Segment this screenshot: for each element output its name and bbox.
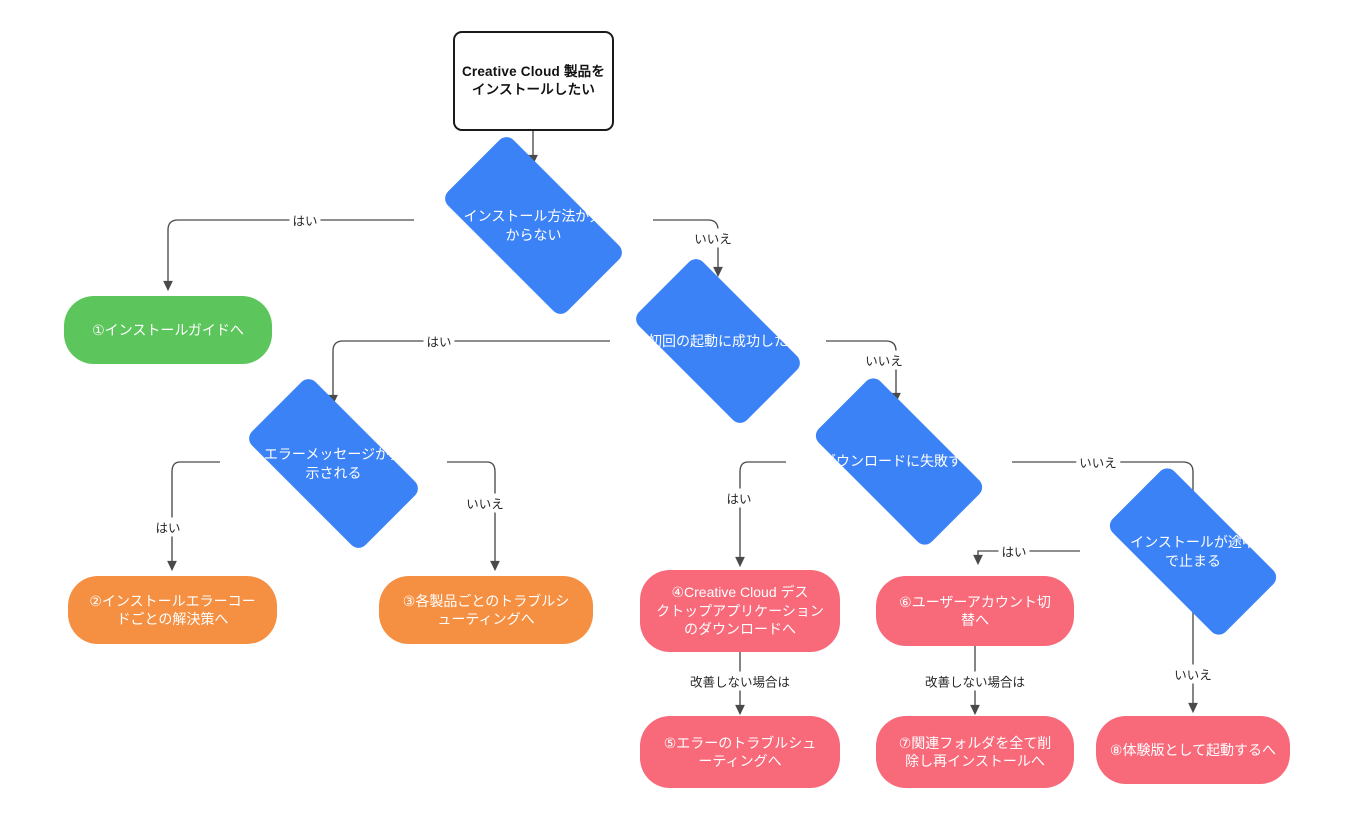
edge-d2-yes-to-d3 xyxy=(328,340,610,406)
edge-label-d1-no: いいえ xyxy=(691,228,735,248)
node-trial-launch-label: ⑧体験版として起動するへ xyxy=(1109,741,1277,758)
node-install-guide-label: ①インストールガイドへ xyxy=(92,321,244,338)
edge-label-d1-yes: はい xyxy=(289,210,321,230)
edge-d5-yes-to-r6 xyxy=(973,550,1080,566)
node-install-error-code[interactable]: ②インストールエラーコー ドごとの解決策へ xyxy=(68,576,277,644)
edge-label-d3-yes: はい xyxy=(152,517,184,537)
node-cc-desktop-download[interactable]: ④Creative Cloud デス クトップアプリケーション のダウンロードへ xyxy=(640,570,840,652)
node-cc-desktop-download-label: ④Creative Cloud デス クトップアプリケーション のダウンロードへ xyxy=(656,584,824,638)
node-switch-user-account[interactable]: ⑥ユーザーアカウント切 替へ xyxy=(876,576,1074,646)
node-decision-download-fail-label: ダウンロードに失敗する xyxy=(822,453,976,470)
edge-label-d5-yes: はい xyxy=(998,541,1030,561)
node-decision-error-message[interactable]: エラーメッセージが表 示される xyxy=(220,375,447,552)
node-delete-folders-reinstall-label: ⑦関連フォルダを全て削 除し再インストールへ xyxy=(898,734,1052,769)
node-decision-install-method-label: インストール方法が分 からない xyxy=(463,208,604,243)
edge-label-r6-retry: 改善しない場合は xyxy=(921,671,1029,691)
edge-label-d4-no: いいえ xyxy=(1076,452,1120,472)
node-decision-install-stops[interactable]: インストールが途中 で止まる xyxy=(1080,464,1306,639)
node-start[interactable]: Creative Cloud 製品を インストールしたい xyxy=(453,31,614,131)
edge-d4-no-to-d5 xyxy=(1012,461,1198,506)
edge-label-d2-no: いいえ xyxy=(862,350,906,370)
edge-d4-yes-to-r4 xyxy=(735,461,786,568)
edge-d3-yes-to-r2 xyxy=(167,461,220,572)
node-product-troubleshoot-label: ③各製品ごとのトラブルシ ューティングへ xyxy=(402,592,570,627)
node-install-guide[interactable]: ①インストールガイドへ xyxy=(64,296,272,364)
node-switch-user-account-label: ⑥ユーザーアカウント切 替へ xyxy=(899,593,1051,628)
edge-label-d4-yes: はい xyxy=(723,488,755,508)
node-product-troubleshoot[interactable]: ③各製品ごとのトラブルシ ューティングへ xyxy=(379,576,593,644)
edge-d3-no-to-r3 xyxy=(447,461,500,572)
node-decision-install-stops-label: インストールが途中 で止まる xyxy=(1130,534,1256,569)
node-delete-folders-reinstall[interactable]: ⑦関連フォルダを全て削 除し再インストールへ xyxy=(876,716,1074,788)
node-error-troubleshoot[interactable]: ⑤エラーのトラブルシュ ーティングへ xyxy=(640,716,840,788)
node-decision-install-method[interactable]: インストール方法が分 からない xyxy=(414,133,653,318)
node-trial-launch[interactable]: ⑧体験版として起動するへ xyxy=(1096,716,1290,784)
node-decision-first-launch[interactable]: 初回の起動に成功した xyxy=(610,255,826,427)
node-start-label: Creative Cloud 製品を インストールしたい xyxy=(461,64,606,97)
edge-label-d2-yes: はい xyxy=(423,331,455,351)
edge-label-d3-no: いいえ xyxy=(463,493,507,513)
edge-label-d5-no: いいえ xyxy=(1171,664,1215,684)
edge-d1-yes-to-r1 xyxy=(163,219,414,292)
node-decision-error-message-label: エラーメッセージが表 示される xyxy=(263,446,404,481)
node-decision-download-fail[interactable]: ダウンロードに失敗する xyxy=(786,374,1012,549)
node-decision-first-launch-label: 初回の起動に成功した xyxy=(648,332,788,349)
node-error-troubleshoot-label: ⑤エラーのトラブルシュ ーティングへ xyxy=(663,734,817,769)
node-install-error-code-label: ②インストールエラーコー ドごとの解決策へ xyxy=(89,592,256,627)
edge-label-r4-retry: 改善しない場合は xyxy=(686,671,794,691)
